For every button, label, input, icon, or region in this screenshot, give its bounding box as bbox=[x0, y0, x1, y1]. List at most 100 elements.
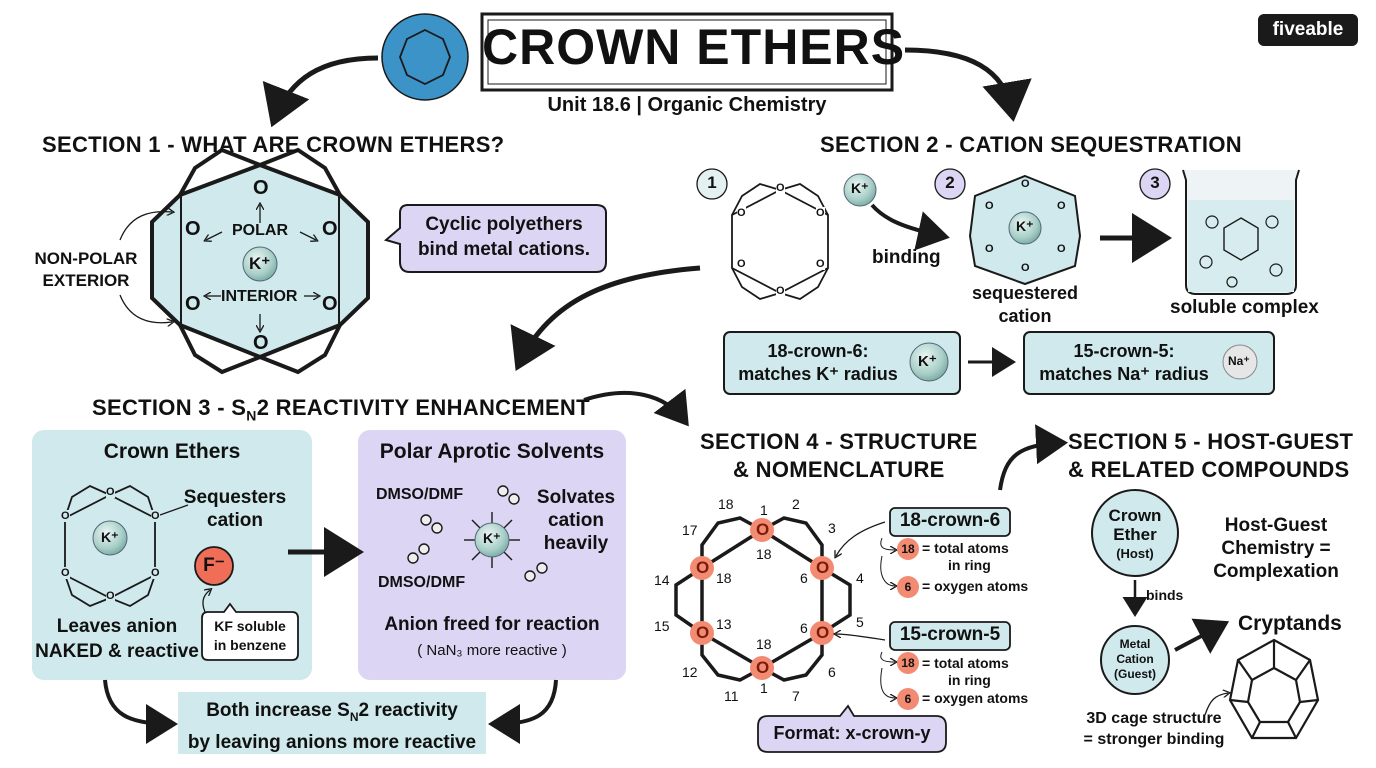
label-15-crown-5: 15-crown-5 bbox=[899, 624, 1001, 645]
label-18-crown-6: 18-crown-6 bbox=[899, 510, 1001, 531]
brand-label: fiveable bbox=[1272, 19, 1344, 40]
free-ring-oxygen-6: O bbox=[776, 285, 785, 297]
cage-pointer bbox=[1204, 693, 1228, 716]
sequesters-line1: Sequesters bbox=[183, 487, 287, 508]
ring-number-k: 12 bbox=[682, 664, 698, 680]
summary-arrow-right bbox=[488, 679, 558, 744]
kf-line1: KF soluble bbox=[214, 618, 286, 634]
ring-number-o: 17 bbox=[682, 522, 698, 538]
match1-ion-label: K⁺ bbox=[918, 353, 937, 370]
section3-title: SECTION 3 - SN2 REACTIVITY ENHANCEMENT bbox=[92, 395, 590, 423]
ring-number-j: 11 bbox=[724, 688, 739, 704]
match1-text: 18-crown-6: matches K⁺ radius bbox=[728, 340, 908, 386]
arrow-to-section5 bbox=[998, 424, 1068, 491]
total-atoms-a: = total atoms in ring bbox=[922, 540, 1009, 574]
summary-box bbox=[178, 692, 486, 754]
summary-text: Both increase SN2 reactivity by leaving … bbox=[178, 698, 486, 755]
summary-line1-pre: Both increase S bbox=[206, 700, 350, 721]
ring-number-m: 14 bbox=[654, 572, 670, 588]
free-k-ion bbox=[843, 173, 877, 207]
sequestered-line1: sequestered bbox=[971, 283, 1079, 303]
section4-title-line2: & NOMENCLATURE bbox=[733, 457, 945, 482]
section2-title: SECTION 2 - CATION SEQUESTRATION bbox=[820, 132, 1242, 157]
numbered-crown-structure bbox=[674, 516, 852, 682]
ring-oxygen-top: O bbox=[253, 177, 269, 199]
kf-bubble-text: KF soluble in benzene bbox=[202, 617, 298, 655]
cryptand-cage-icon bbox=[1228, 638, 1320, 740]
fluoride-label: F⁻ bbox=[203, 555, 225, 576]
section1-callout-bubble bbox=[383, 204, 607, 273]
match-na-ion bbox=[1222, 344, 1258, 380]
s3-ring-oxygen-2: O bbox=[61, 510, 70, 522]
pointer-15c5-b bbox=[880, 667, 895, 698]
crown-logo-icon bbox=[381, 13, 469, 101]
guest-line2: Cation bbox=[1116, 652, 1154, 666]
solvent-molecule-icons bbox=[407, 485, 548, 582]
arrow-to-section2 bbox=[904, 47, 1032, 122]
s3-ring-oxygen-4: O bbox=[61, 567, 70, 579]
section3-title-pre: SECTION 3 - S bbox=[92, 395, 247, 420]
sequestered-caption: sequestered cation bbox=[960, 282, 1090, 328]
match2-ion-label: Na⁺ bbox=[1228, 354, 1250, 368]
oxygen-atoms-a: = oxygen atoms bbox=[922, 578, 1029, 594]
seq-ring-oxygen-1: O bbox=[1021, 178, 1030, 190]
hg-line3: Complexation bbox=[1213, 561, 1339, 582]
total-atoms-a-line2: in ring bbox=[948, 557, 991, 573]
pointer-18c6 bbox=[836, 521, 886, 556]
guest-label: Metal Cation (Guest) bbox=[1101, 637, 1169, 682]
step3-number: 3 bbox=[1150, 173, 1160, 192]
s4-oxygen-1: O bbox=[756, 520, 770, 539]
section4-title-line1: SECTION 4 - STRUCTURE bbox=[700, 429, 978, 454]
callout-line2: bind metal cations. bbox=[417, 239, 591, 260]
ring-number-t: 18 bbox=[756, 636, 772, 652]
section1-crown-ring bbox=[150, 147, 370, 375]
sequesters-line2: cation bbox=[207, 510, 263, 531]
ring-number-l: 13 bbox=[716, 616, 732, 632]
solvates-line2: cation bbox=[548, 510, 604, 531]
total-atoms-b: = total atoms in ring bbox=[922, 655, 1009, 689]
s4-oxygen-2: O bbox=[816, 558, 830, 577]
nonpolar-arrow-top bbox=[119, 212, 172, 241]
cryptands-label: Cryptands bbox=[1238, 612, 1342, 635]
free-ring-oxygen-1: O bbox=[776, 182, 785, 194]
ring-number-d: 3 bbox=[828, 520, 836, 536]
label-box-18c6 bbox=[889, 507, 1011, 537]
badge-18-a: 18 bbox=[897, 538, 919, 560]
cage-line2: = stronger binding bbox=[1083, 731, 1225, 748]
nonpolar-arrow-bottom bbox=[119, 294, 172, 323]
ring-number-q: 18 bbox=[756, 546, 772, 562]
aprotic-panel-title: Polar Aprotic Solvents bbox=[379, 440, 605, 463]
polar-label: POLAR bbox=[232, 222, 288, 239]
host-circle bbox=[1091, 489, 1179, 577]
hg-line2: Chemistry = bbox=[1221, 538, 1331, 559]
free-ring-oxygen-5: O bbox=[816, 258, 825, 270]
ring-number-c: 2 bbox=[792, 496, 800, 512]
ring-number-i: 1 bbox=[760, 680, 768, 696]
seq-ring-oxygen-6: O bbox=[1021, 262, 1030, 274]
ring-oxygen-lower-left: O bbox=[185, 293, 201, 315]
binding-label: binding bbox=[872, 247, 941, 268]
section1-title: SECTION 1 - WHAT ARE CROWN ETHERS? bbox=[42, 132, 505, 157]
oxygen-atoms-b: = oxygen atoms bbox=[922, 690, 1029, 706]
ring-number-p: 18 bbox=[716, 570, 732, 586]
summary-arrow-left bbox=[103, 679, 178, 744]
match2-line2: matches Na⁺ radius bbox=[1039, 364, 1209, 384]
guest-line3: (Guest) bbox=[1114, 667, 1156, 681]
host-label: Crown Ether (Host) bbox=[1092, 506, 1178, 563]
summary-line1-post: 2 reactivity bbox=[358, 700, 458, 721]
free-ring-oxygen-4: O bbox=[737, 258, 746, 270]
callout-line1: Cyclic polyethers bbox=[425, 214, 583, 235]
ring-number-b: 1 bbox=[760, 502, 768, 518]
page-title: CROWN ETHERS bbox=[482, 19, 906, 75]
match-box-18c6 bbox=[723, 331, 961, 395]
badge-18-b: 18 bbox=[897, 652, 919, 674]
s4-oxygen-6: O bbox=[696, 558, 710, 577]
summary-line1: Both increase SN2 reactivity bbox=[178, 698, 486, 730]
free-ring-oxygen-2: O bbox=[737, 207, 746, 219]
s4-oxygen-5: O bbox=[696, 623, 710, 642]
crown-panel-title: Crown Ethers bbox=[103, 440, 241, 463]
kf-bubble bbox=[201, 602, 299, 661]
section5-title-line1: SECTION 5 - HOST-GUEST bbox=[1068, 429, 1354, 454]
total-atoms-a-line1: = total atoms bbox=[922, 540, 1009, 556]
leaves-line2: NAKED & reactive bbox=[35, 641, 199, 662]
